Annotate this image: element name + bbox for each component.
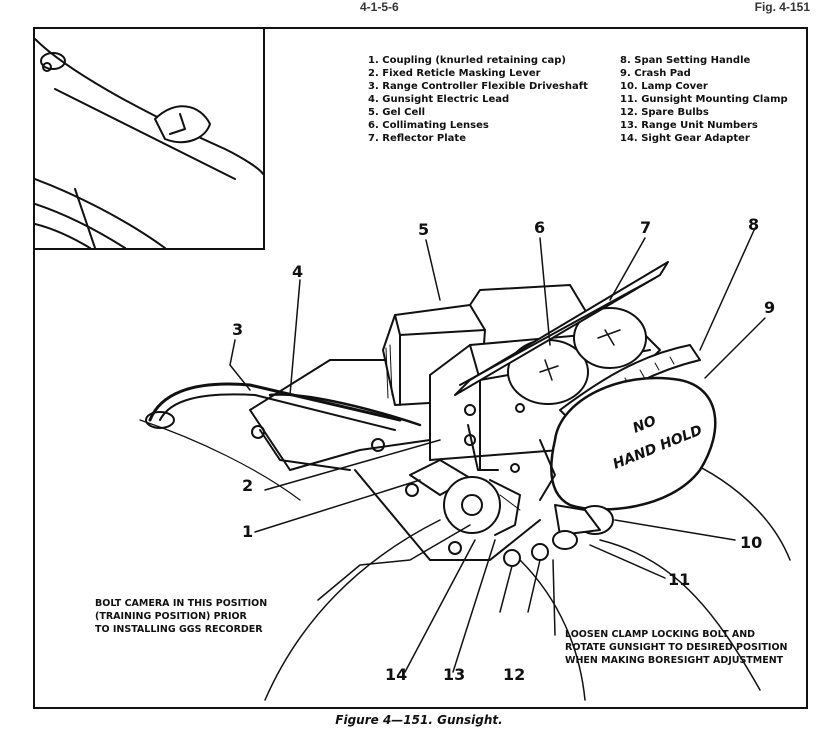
legend-item: 7. Reflector Plate bbox=[368, 133, 466, 144]
callout-1: 1 bbox=[242, 522, 254, 541]
callout-9: 9 bbox=[764, 298, 776, 317]
callout-12: 12 bbox=[503, 665, 526, 684]
legend-item: 9. Crash Pad bbox=[620, 68, 691, 79]
callout-7: 7 bbox=[640, 218, 652, 237]
legend-item: 6. Collimating Lenses bbox=[368, 120, 489, 131]
legend-item: 10. Lamp Cover bbox=[620, 81, 708, 92]
legend-item: 11. Gunsight Mounting Clamp bbox=[620, 94, 788, 105]
legend-item: 4. Gunsight Electric Lead bbox=[368, 94, 510, 105]
callout-11: 11 bbox=[668, 570, 691, 589]
note-line: (TRAINING POSITION) PRIOR bbox=[95, 611, 247, 622]
legend-item: 5. Gel Cell bbox=[368, 107, 426, 118]
callout-13: 13 bbox=[443, 665, 466, 684]
callout-6: 6 bbox=[534, 218, 546, 237]
legend-item: 8. Span Setting Handle bbox=[620, 55, 751, 66]
note-line: BOLT CAMERA IN THIS POSITION bbox=[95, 598, 268, 609]
legend-item: 3. Range Controller Flexible Driveshaft bbox=[368, 81, 588, 92]
callout-5: 5 bbox=[418, 220, 430, 239]
figure-frame bbox=[33, 27, 808, 709]
callout-8: 8 bbox=[748, 215, 760, 234]
note-loosen-clamp: LOOSEN CLAMP LOCKING BOLT AND ROTATE GUN… bbox=[565, 628, 787, 667]
legend-item: 1. Coupling (knurled retaining cap) bbox=[368, 55, 566, 66]
callout-10: 10 bbox=[740, 533, 763, 552]
callout-3: 3 bbox=[232, 320, 244, 339]
note-bolt-camera: BOLT CAMERA IN THIS POSITION (TRAINING P… bbox=[95, 597, 267, 636]
page-header-right: Fig. 4-151 bbox=[754, 0, 810, 14]
callout-4: 4 bbox=[292, 262, 304, 281]
legend-item: 2. Fixed Reticle Masking Lever bbox=[368, 68, 541, 79]
callout-14: 14 bbox=[385, 665, 408, 684]
legend-right-column: 8. Span Setting Handle 9. Crash Pad 10. … bbox=[620, 54, 788, 145]
note-line: TO INSTALLING GGS RECORDER bbox=[95, 624, 263, 635]
legend-item: 12. Spare Bulbs bbox=[620, 107, 709, 118]
note-line: LOOSEN CLAMP LOCKING BOLT AND bbox=[565, 629, 756, 640]
aircraft-location-inset bbox=[34, 29, 265, 250]
legend-item: 14. Sight Gear Adapter bbox=[620, 133, 750, 144]
page-header-left: 4-1-5-6 bbox=[360, 0, 399, 14]
note-line: ROTATE GUNSIGHT TO DESIRED POSITION bbox=[565, 642, 788, 653]
aircraft-inset-illustration bbox=[34, 38, 264, 249]
figure-caption: Figure 4—151. Gunsight. bbox=[335, 713, 503, 727]
legend-item: 13. Range Unit Numbers bbox=[620, 120, 758, 131]
callout-2: 2 bbox=[242, 476, 254, 495]
note-line: WHEN MAKING BORESIGHT ADJUSTMENT bbox=[565, 655, 784, 666]
legend-left-column: 1. Coupling (knurled retaining cap) 2. F… bbox=[368, 54, 588, 145]
